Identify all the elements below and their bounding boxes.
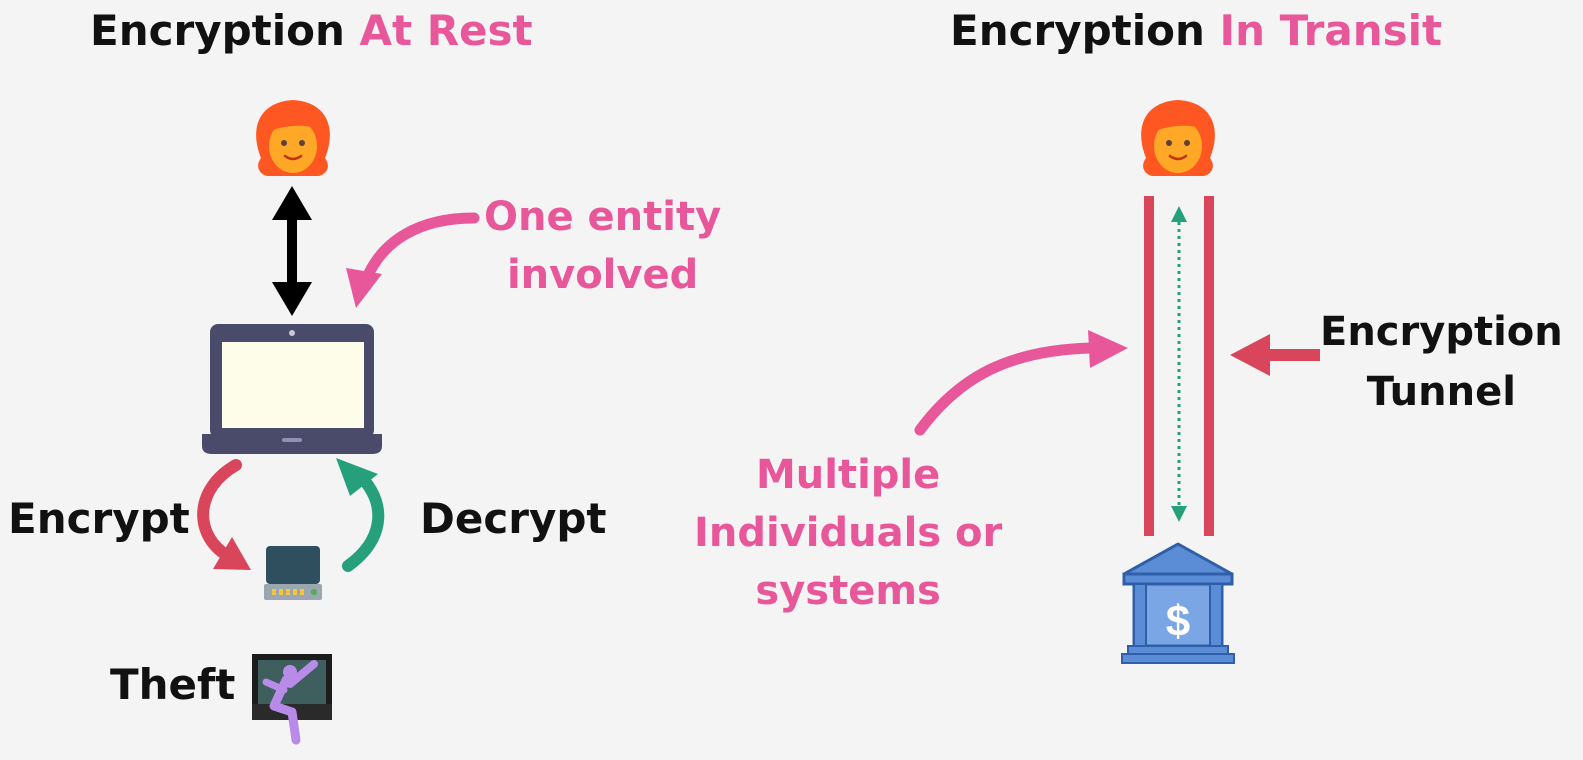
double-arrow-icon xyxy=(272,186,312,316)
hard-drive-icon xyxy=(264,546,322,600)
multiple-individuals-note: Multiple Individuals or systems xyxy=(694,446,1002,620)
title-at-rest-main: Encryption xyxy=(90,6,345,55)
title-at-rest: Encryption At Rest xyxy=(90,10,533,52)
bank-dollar-symbol: $ xyxy=(1166,597,1190,646)
title-in-transit-accent: In Transit xyxy=(1219,6,1443,55)
decrypt-label: Decrypt xyxy=(420,494,607,543)
encryption-tunnel-line1: Encryption xyxy=(1320,309,1563,355)
one-entity-line2: involved xyxy=(506,252,699,298)
title-at-rest-accent: At Rest xyxy=(359,6,533,55)
encryption-tunnel-label: Encryption Tunnel xyxy=(1320,302,1563,422)
laptop-icon xyxy=(202,324,382,454)
multiple-individuals-arrow-icon xyxy=(914,330,1128,436)
user-icon xyxy=(256,100,330,176)
one-entity-arrow-icon xyxy=(346,212,480,308)
tunnel-pointer-arrow-icon xyxy=(1230,334,1320,376)
encrypt-arrow-icon xyxy=(197,459,251,570)
title-in-transit-main: Encryption xyxy=(950,6,1205,55)
tunnel-right-wall xyxy=(1204,196,1214,536)
title-in-transit: Encryption In Transit xyxy=(950,10,1442,52)
user-icon-transit xyxy=(1141,100,1215,176)
encryption-tunnel-line2: Tunnel xyxy=(1366,369,1516,415)
encrypt-label: Encrypt xyxy=(8,494,190,543)
multiple-line1: Multiple xyxy=(755,452,941,498)
tunnel-left-wall xyxy=(1144,196,1154,536)
decrypt-arrow-icon xyxy=(336,458,385,572)
one-entity-line1: One entity xyxy=(484,194,722,240)
theft-label: Theft xyxy=(110,660,236,709)
theft-icon xyxy=(252,654,332,745)
one-entity-note: One entity involved xyxy=(484,188,721,304)
multiple-line2: Individuals or xyxy=(694,510,1003,556)
multiple-line3: systems xyxy=(755,568,941,614)
data-flow-arrow-icon xyxy=(1171,206,1187,522)
bank-icon: $ xyxy=(1121,542,1235,664)
